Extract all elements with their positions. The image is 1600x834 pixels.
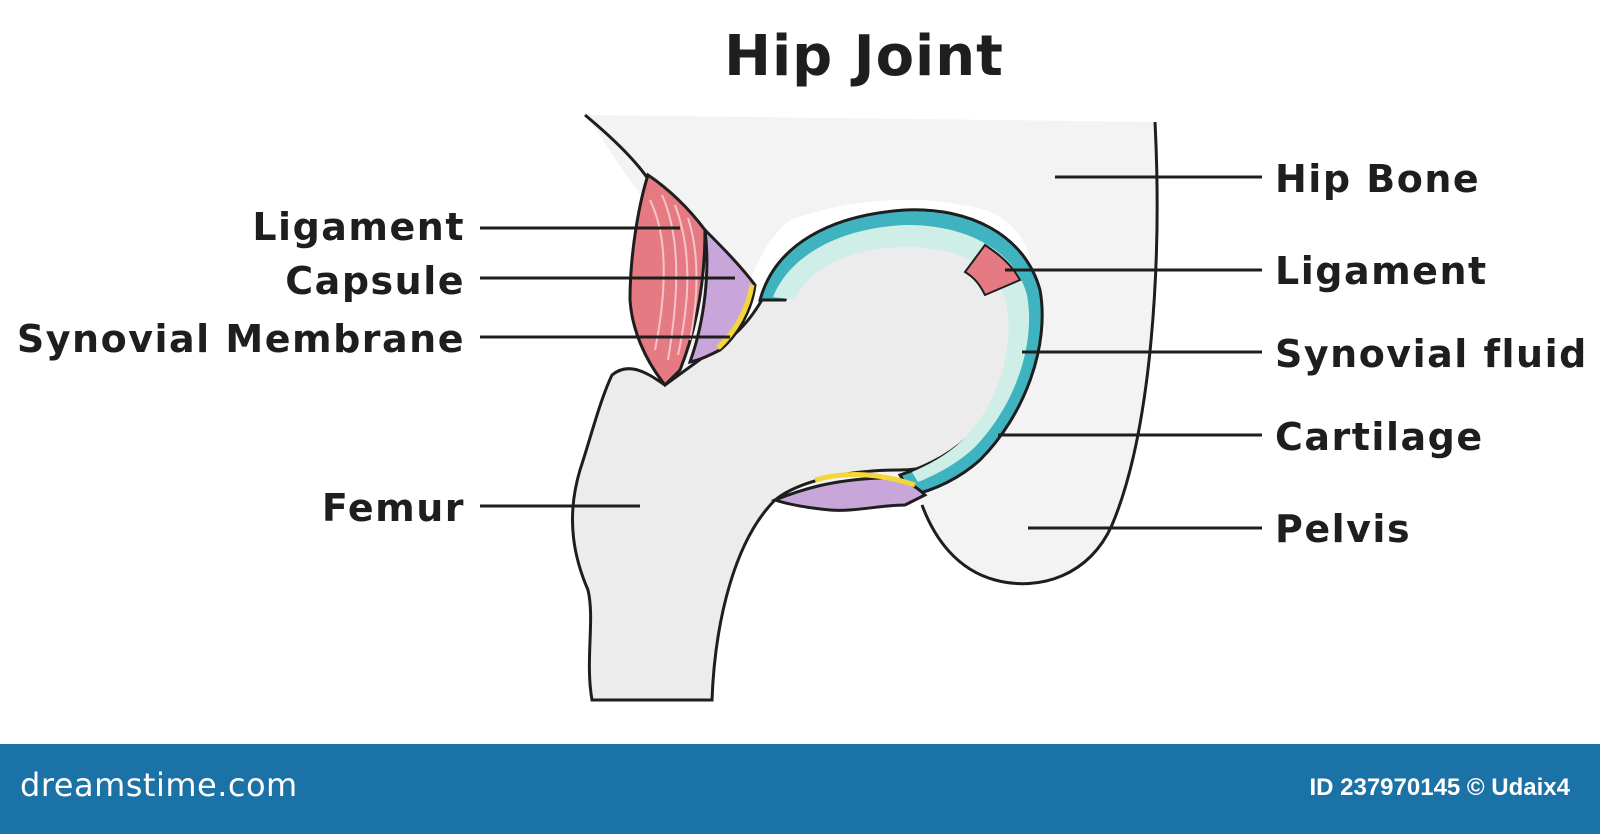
- label-capsule: Capsule: [285, 259, 465, 303]
- pelvis-outline: [920, 121, 1159, 586]
- label-femur: Femur: [321, 486, 465, 530]
- hip-joint-illustration: [480, 113, 1262, 702]
- lower-synovial-membrane: [814, 472, 916, 488]
- left-leader-lines: [480, 226, 735, 508]
- lower-capsule: [770, 476, 928, 512]
- footer-bar: dreamstime.com ID 237970145 © Udaix4: [0, 744, 1600, 834]
- upper-capsule: [687, 225, 757, 364]
- label-synovial-membrane: Synovial Membrane: [16, 317, 465, 361]
- upper-synovial-membrane: [716, 284, 755, 350]
- hip-bone-shape: [585, 115, 1157, 583]
- label-cartilage: Cartilage: [1275, 415, 1484, 459]
- label-ligament-right: Ligament: [1275, 249, 1488, 293]
- label-ligament-left: Ligament: [252, 205, 465, 249]
- label-synovial-fluid: Synovial fluid: [1275, 332, 1588, 376]
- diagram-title: Hip Joint: [724, 24, 1004, 89]
- label-hip-bone: Hip Bone: [1275, 157, 1481, 201]
- right-leader-lines: [998, 175, 1262, 530]
- ligament-fibers: [649, 194, 698, 361]
- label-pelvis: Pelvis: [1275, 507, 1412, 551]
- image-id: ID 237970145 © Udaix4: [1309, 774, 1570, 801]
- brand-logo: dreamstime.com: [20, 766, 298, 804]
- right-ligament-patch: [963, 243, 1022, 297]
